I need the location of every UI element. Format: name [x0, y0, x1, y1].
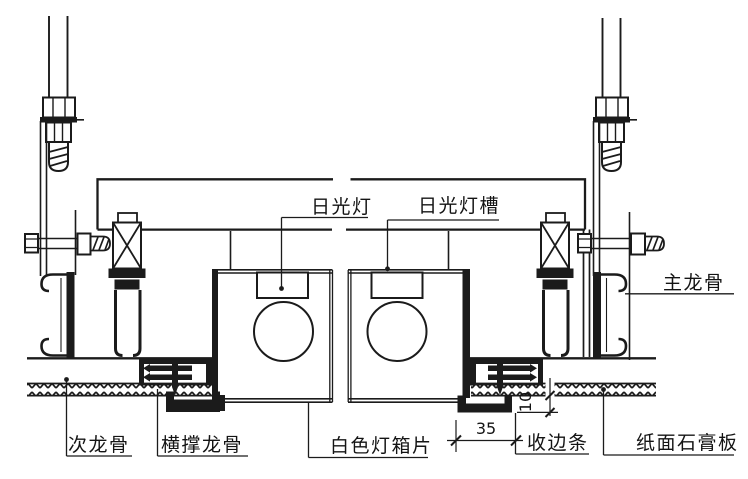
bolt-right — [577, 232, 665, 256]
label-main-keel: 主龙骨 — [663, 272, 725, 294]
lightbox-right — [347, 269, 470, 403]
hanging-channel-right — [542, 290, 570, 357]
hanger-rod-right — [592, 18, 637, 360]
cross-furring-left — [139, 359, 212, 395]
label-edge-trim: 收边条 — [527, 432, 589, 454]
leader-lines — [64, 216, 734, 459]
fluorescent-tube-left — [253, 301, 314, 362]
label-secondary-keel: 次龙骨 — [68, 434, 130, 456]
fluorescent-tube-right — [366, 301, 428, 362]
lamp-holder-left — [256, 271, 309, 299]
lamp-holder-right — [370, 271, 424, 299]
main-keel-right — [593, 272, 628, 358]
dim-text-10: 10 — [516, 392, 535, 412]
cross-furring-right — [470, 359, 543, 395]
bolt-left — [24, 232, 111, 256]
main-keel-left — [40, 272, 75, 358]
edge-trim-left — [166, 391, 220, 412]
label-fluorescent-lamp: 日光灯 — [311, 196, 373, 218]
screw-left — [172, 361, 178, 395]
connector-block-right — [536, 212, 574, 290]
connector-block-left — [108, 212, 146, 290]
lightbox-left — [212, 269, 334, 411]
hanger-rod-left — [39, 16, 84, 276]
hanging-channel-left — [114, 290, 142, 357]
screw-right — [497, 361, 503, 395]
label-gypsum-board: 纸面石膏板 — [636, 431, 739, 454]
label-white-lightbox-panel: 白色灯箱片 — [330, 435, 433, 457]
dim-text-35: 35 — [476, 419, 496, 438]
label-cross-brace-keel: 横撑龙骨 — [161, 434, 243, 456]
dimension-10 — [517, 378, 558, 418]
label-lamp-trough: 日光灯槽 — [418, 195, 500, 217]
edge-trim-right — [457, 395, 512, 413]
